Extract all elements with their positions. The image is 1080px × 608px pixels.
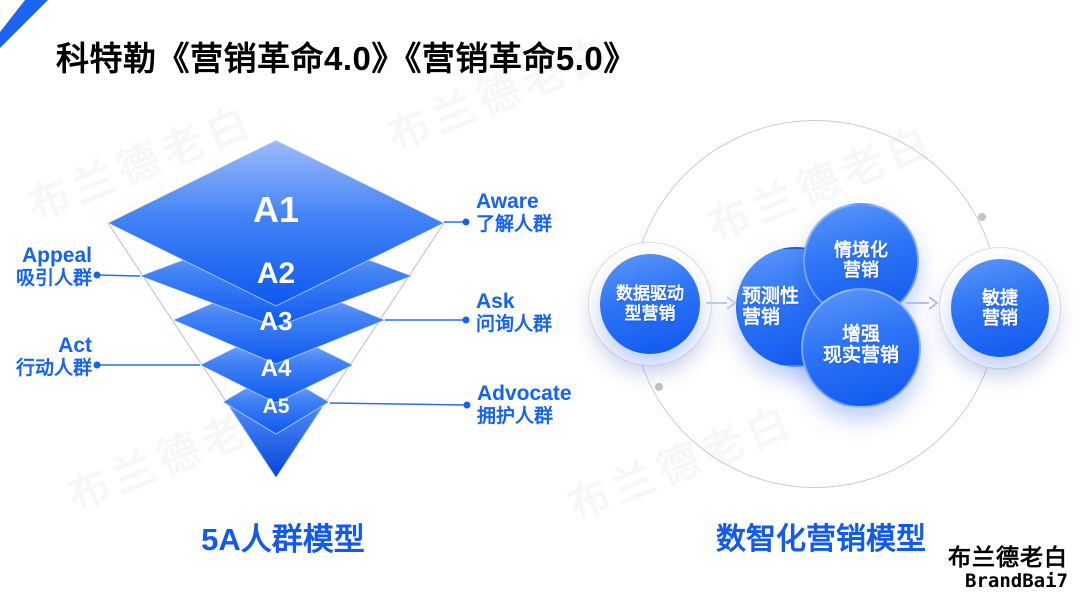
bubble-text-line: 增强 <box>841 324 880 345</box>
funnel-caption: 5A人群模型 <box>201 522 365 557</box>
stage-name-en: Act <box>58 334 92 357</box>
funnel-stage-advocate: Advocate 拥护人群 <box>477 382 572 428</box>
stage-name-zh: 吸引人群 <box>15 268 92 289</box>
funnel-stage-aware: Aware 了解人群 <box>476 190 552 236</box>
connector-dot-ask <box>462 316 470 324</box>
connector-dot-act <box>93 361 101 369</box>
funnel-tip <box>230 407 322 477</box>
arrow-left-head <box>726 296 737 310</box>
orbit-dot <box>978 213 986 221</box>
connector-appeal <box>96 274 141 277</box>
funnel-label-a2: A2 <box>257 257 295 290</box>
funnel-stage-act: Act 行动人群 <box>2 334 92 380</box>
stage-name-en: Aware <box>476 190 539 213</box>
arrow-right-head <box>928 296 939 310</box>
stage-name-zh: 行动人群 <box>15 358 92 379</box>
bubble-text-line: 营销 <box>742 307 781 328</box>
bubble-text-line: 型营销 <box>624 304 676 323</box>
bubble-text-line: 预测性 <box>742 286 800 307</box>
page-title: 科特勒《营销革命4.0》《营销革命5.0》 <box>56 40 637 77</box>
connector-advocate <box>329 402 468 406</box>
funnel-outline-left <box>107 222 277 478</box>
funnel-label-a1: A1 <box>253 189 299 230</box>
funnel-label-a5: A5 <box>263 395 290 418</box>
bubble-text-line: 营销 <box>843 260 879 280</box>
funnel-outline-right <box>275 222 445 478</box>
bubble-text-line: 数据驱动 <box>616 284 684 303</box>
stage-name-en: Appeal <box>21 244 92 267</box>
flow-arrows <box>706 296 939 310</box>
bubble-label-data-driven: 数据驱动 型营销 <box>600 284 700 324</box>
bubble-label-agile: 敏捷 营销 <box>951 288 1049 328</box>
stage-name-en: Ask <box>476 290 515 313</box>
connector-dot-aware <box>462 218 470 226</box>
bubble-text-line: 情境化 <box>834 240 888 260</box>
funnel-diagram: A1 A2 A3 A4 A5 <box>93 139 471 478</box>
funnel-stage-ask: Ask 问询人群 <box>476 290 552 336</box>
funnel-label-a4: A4 <box>261 355 292 382</box>
bubble-text-line: 现实营销 <box>822 345 899 366</box>
funnel-layer-a1 <box>106 139 446 307</box>
stage-name-zh: 问询人群 <box>476 314 553 335</box>
bubble-text-line: 营销 <box>982 308 1018 328</box>
stage-name-zh: 拥护人群 <box>477 406 554 427</box>
brand-logo: 布兰德老白 BrandBai7 <box>948 544 1068 592</box>
funnel-stage-appeal: Appeal 吸引人群 <box>2 244 92 290</box>
connector-dot-appeal <box>93 271 101 279</box>
model-caption: 数智化营销模型 <box>716 523 926 556</box>
stage-name-zh: 了解人群 <box>476 214 553 235</box>
bubble-augmented-reality-marketing <box>801 288 921 408</box>
funnel-label-a3: A3 <box>259 306 292 336</box>
connector-dot-advocate <box>463 401 471 409</box>
stage-name-en: Advocate <box>477 382 572 405</box>
bubble-contextual-marketing <box>803 203 919 319</box>
brand-logo-cn: 布兰德老白 <box>948 544 1068 570</box>
bubble-data-driven-marketing <box>600 254 700 354</box>
bubble-label-augmented-reality: 增强 现实营销 <box>801 324 921 366</box>
bubble-label-predictive: 预测性 营销 <box>742 286 799 328</box>
orbit-dot <box>655 383 663 391</box>
brand-logo-en: BrandBai7 <box>965 570 1068 592</box>
bubble-agile-marketing <box>951 259 1049 357</box>
bubble-text-line: 敏捷 <box>982 288 1018 308</box>
bubble-label-contextual: 情境化 营销 <box>803 240 919 280</box>
